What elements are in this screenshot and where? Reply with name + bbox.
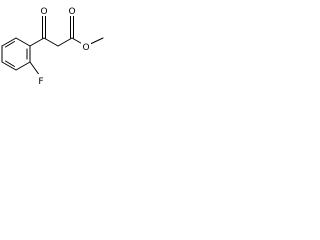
fluorine-knockout <box>36 74 46 86</box>
ring-double-bond-inner-3 <box>5 41 15 48</box>
ring-bond-top <box>15 37 31 47</box>
chemical-structure: O O O F <box>1 5 104 87</box>
ketone-oxygen-knockout <box>39 5 49 16</box>
ring-to-fluorine-bond <box>29 61 41 77</box>
ketone-oxygen-label: O <box>40 7 47 17</box>
ketone-to-methylene-bond <box>43 37 59 47</box>
ester-carbonyl-oxygen-knockout <box>67 5 77 16</box>
ring-bond-upper-left <box>1 37 17 47</box>
ester-oxygen-label: O <box>82 43 89 53</box>
ester-carbonyl-oxygen-label: O <box>68 7 75 17</box>
ring-bond-lower-right <box>15 61 31 71</box>
methylene-to-ester-bond <box>57 37 73 47</box>
ring-double-bond-inner-2 <box>5 60 15 67</box>
ester-oxygen-knockout <box>81 41 91 52</box>
fluorine-label: F <box>38 77 43 87</box>
ring-bond-bottom <box>1 61 17 71</box>
ring-to-ketone-bond <box>29 37 45 47</box>
